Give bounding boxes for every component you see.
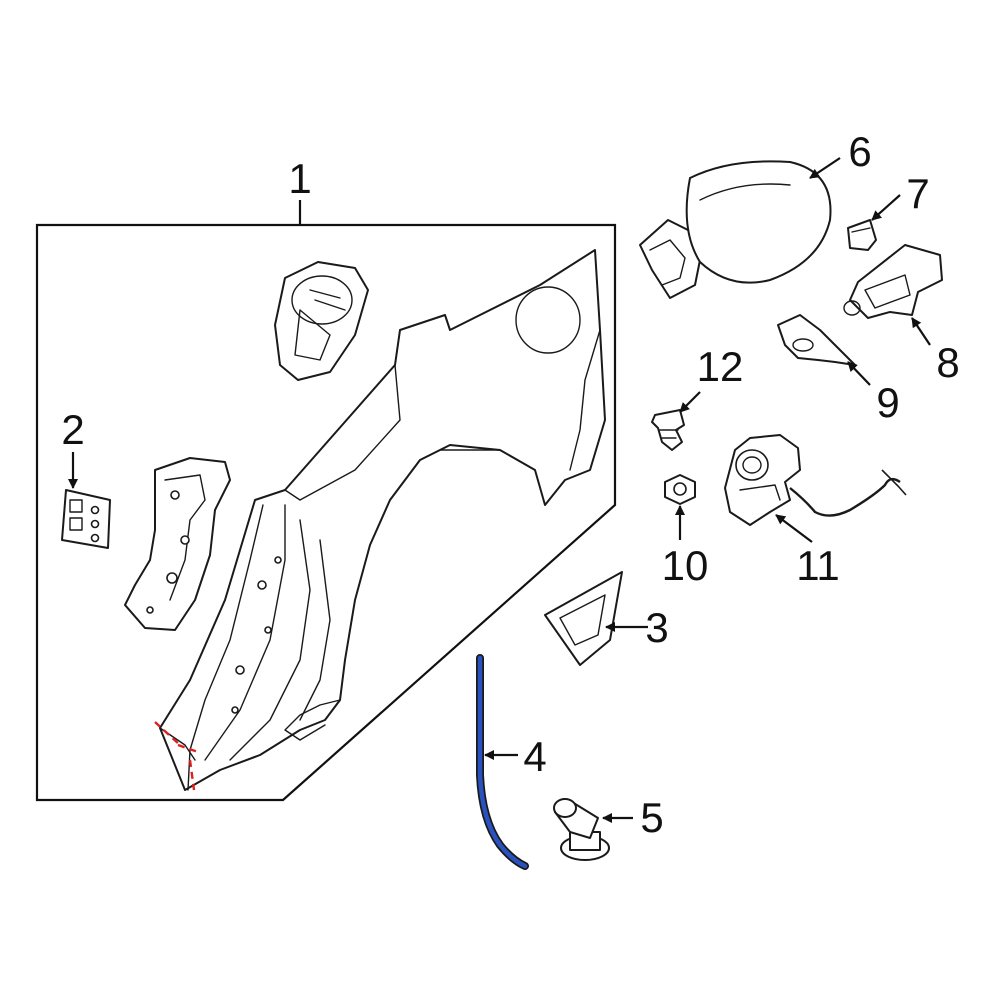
callout-11: 11 <box>796 542 840 589</box>
part-4-seal-strip-fill <box>477 655 528 869</box>
part-9-hinge-lever[interactable] <box>777 314 856 366</box>
part-12-clip[interactable] <box>651 409 685 451</box>
assembly-frame <box>35 223 617 802</box>
part-10-nut[interactable] <box>664 474 696 505</box>
callout-9-leader <box>847 361 871 386</box>
callout-2: 2 <box>61 406 84 453</box>
part-7-bumper[interactable] <box>847 219 877 251</box>
callout-1: 1 <box>288 155 311 202</box>
callout-7-leader <box>871 194 901 221</box>
part-3-corner-piece[interactable] <box>544 571 623 666</box>
callout-7: 7 <box>906 170 929 217</box>
callout-6-leader <box>809 157 841 179</box>
callout-10: 10 <box>662 542 709 589</box>
callout-4: 4 <box>523 733 546 780</box>
part-4-seal-strip[interactable] <box>476 654 529 870</box>
callout-6: 6 <box>848 128 871 175</box>
part-8-lock-actuator[interactable] <box>843 244 943 319</box>
callout-3: 3 <box>645 604 668 651</box>
quarter-panel[interactable] <box>154 249 606 791</box>
callout-12: 12 <box>697 343 744 390</box>
callout-8-leader <box>911 317 931 346</box>
part-2-bracket[interactable] <box>61 489 111 549</box>
inner-bracket[interactable] <box>124 457 231 631</box>
fuel-filler-housing[interactable] <box>274 261 369 381</box>
part-11-release-cable[interactable] <box>724 434 907 526</box>
part-5-drain-plug[interactable] <box>553 798 610 861</box>
callout-12-leader <box>679 391 701 413</box>
callout-11-leader <box>775 514 813 543</box>
callout-5: 5 <box>640 794 663 841</box>
callout-8: 8 <box>936 339 959 386</box>
part-6-fuel-door[interactable] <box>639 160 832 299</box>
callout-9: 9 <box>876 379 899 426</box>
